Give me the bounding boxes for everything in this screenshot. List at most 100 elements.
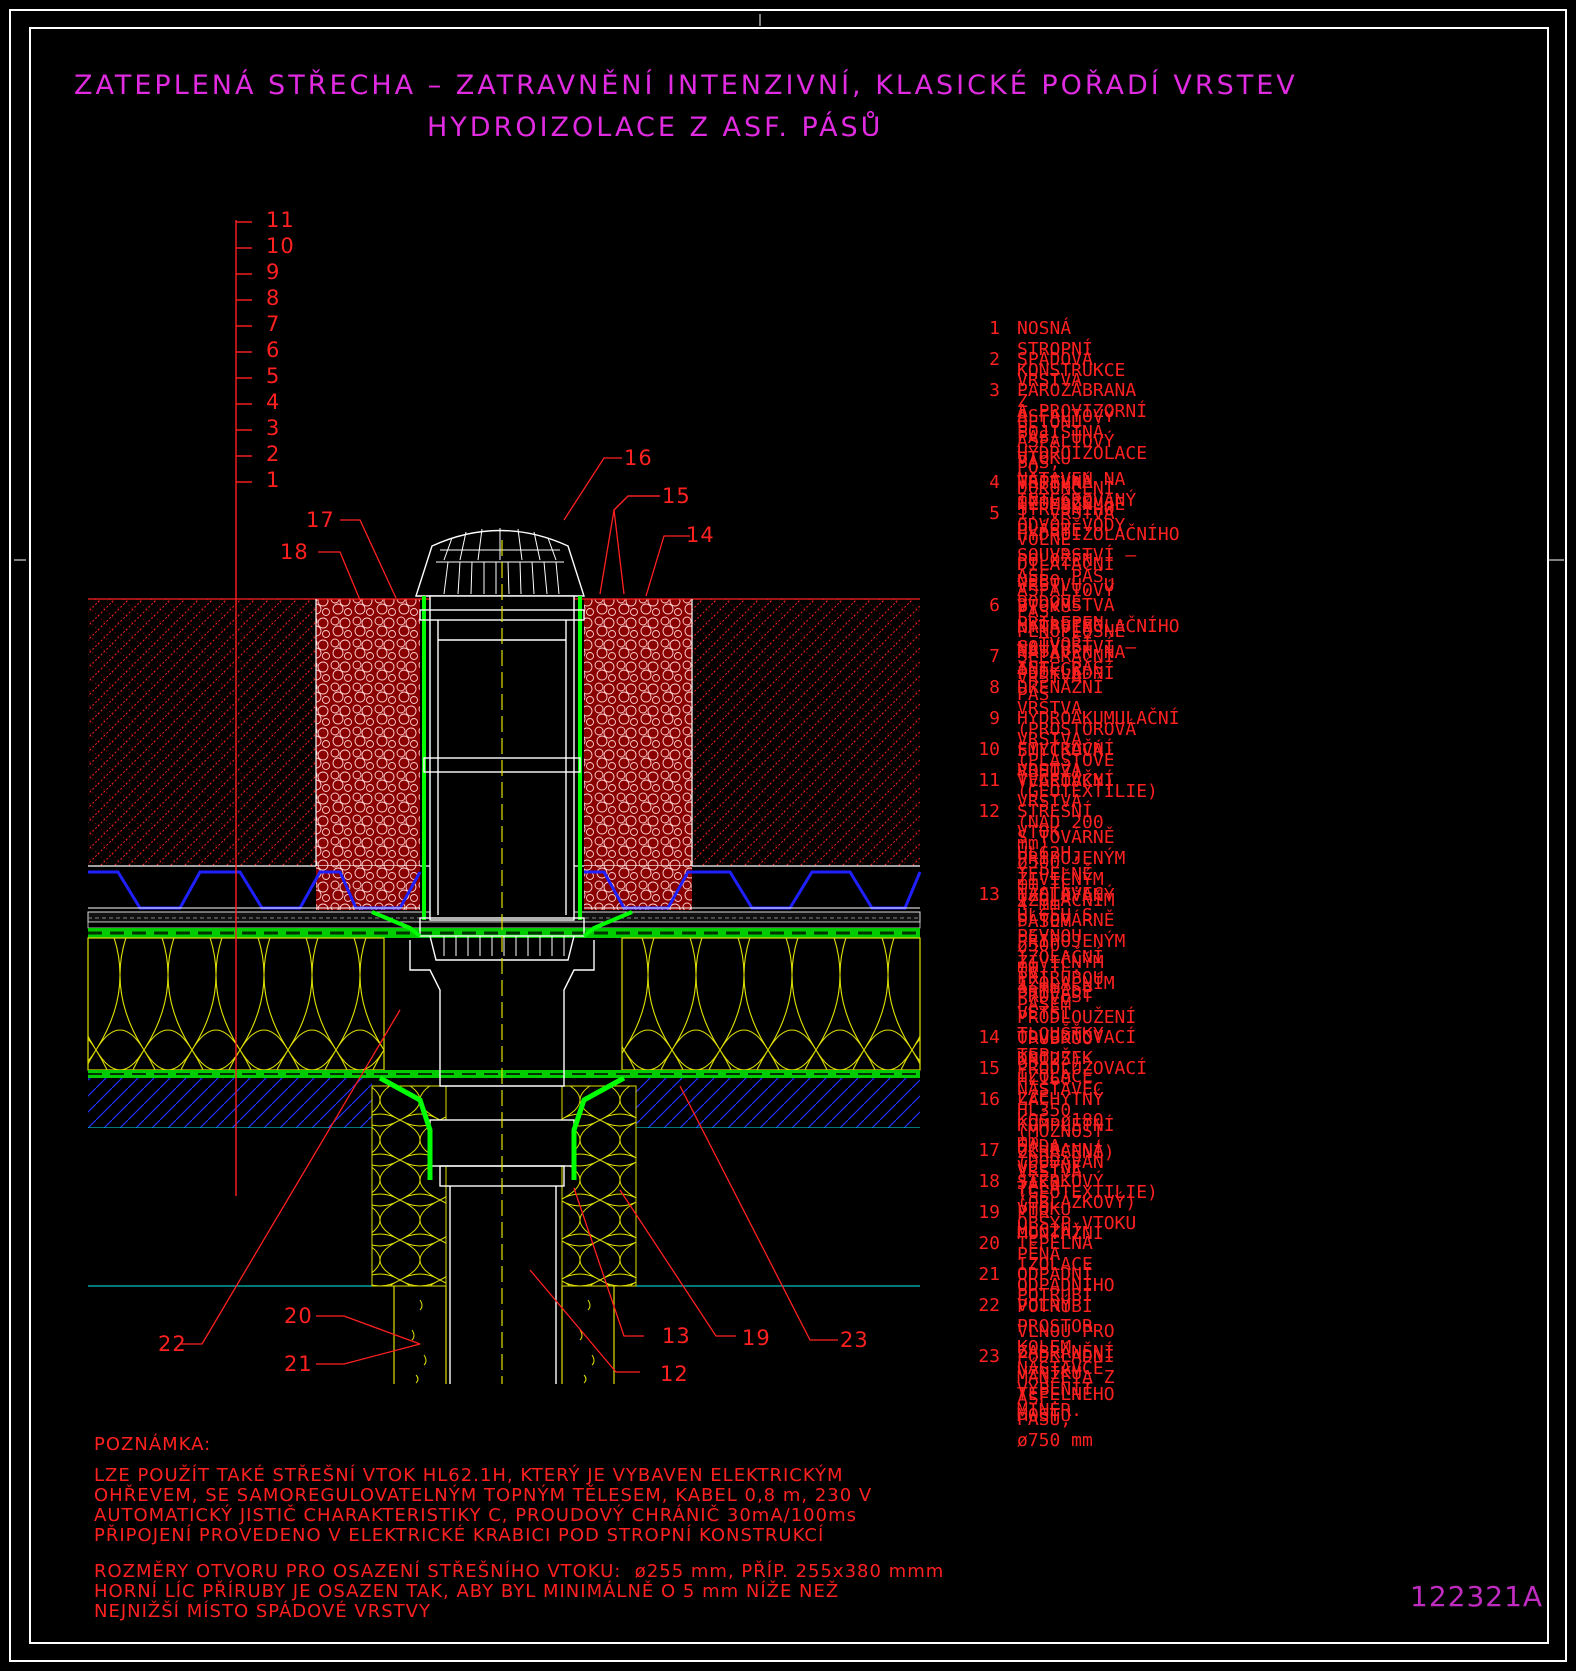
legend-item-text: VOLNÝ PROSTOR KOLEM NÁSTAVCE VYPLNIT MIN… xyxy=(1017,1295,1104,1421)
drawing-title-line1: ZATEPLENÁ STŘECHA – ZATRAVNĚNÍ INTENZIVN… xyxy=(74,70,1298,101)
legend-item-number: 15 xyxy=(978,1058,1000,1079)
note-line: HORNÍ LÍC PŘÍRUBY JE OSAZEN TAK, ABY BYL… xyxy=(94,1581,840,1602)
legend-item-number: 17 xyxy=(978,1140,1000,1161)
legend-item-text: VEGETAČNÍ VRSTVA (NAD 200 mm) xyxy=(1017,770,1115,854)
note-line: AUTOMATICKÝ JISTIČ CHARAKTERISTIKY C, PR… xyxy=(94,1505,857,1526)
note-line: PŘIPOJENÍ PROVEDENO V ELEKTRICKÉ KRABICI… xyxy=(94,1525,825,1546)
vegetation-layer-right xyxy=(692,599,920,866)
legend-item-number: 20 xyxy=(978,1233,1000,1254)
legend-item-number: 18 xyxy=(978,1171,1000,1192)
legend-item-number: 14 xyxy=(978,1027,1000,1048)
callout-22: 22 xyxy=(158,1332,187,1356)
legend-item-text: ZÁCHYTNÝ KOŠ ø180 mm (DODÁVÁN JAKO xyxy=(1017,1089,1104,1194)
callout-19: 19 xyxy=(742,1326,771,1350)
legend-item-text: ODPADNÍ POTRUBÍ xyxy=(1017,1264,1093,1306)
legend-item-number: 8 xyxy=(989,677,1000,698)
pipe-insulation-right xyxy=(561,1085,637,1287)
legend-item-text: DILATAČNÍ VRSTVU, U VTOKU NATAVEN NA INT… xyxy=(1017,554,1115,680)
legend-item-text: S TOVÁRNĚ PŘIPOJENÝM ŽIVIČNÝM IZOLAČNÍM … xyxy=(1017,909,1126,1015)
legend-item-number: 3 xyxy=(989,380,1000,401)
gravel-surround-left xyxy=(316,599,420,866)
structural-slab-right xyxy=(636,1128,920,1286)
legend-item-number: 12 xyxy=(978,801,1000,822)
outer-frame xyxy=(9,9,1567,1662)
legend-item-text: STŘEŠNÍ VTOK HL62H, TEPELNĚ IZOLOVANÝ xyxy=(1017,801,1115,906)
callout-17: 17 xyxy=(306,508,335,532)
legend-item-number: 2 xyxy=(989,349,1000,370)
gravel-surround-right xyxy=(584,599,692,866)
legend-item-text: KOMPLETNÍ SADA VČETNĚ TĚLA VTOKU HL62H) xyxy=(1017,1114,1115,1241)
callout-20: 20 xyxy=(284,1304,313,1328)
legend-item-text: HYDROAKUMULAČNÍ VRSTVA (PLASTOVÉ TVAROVK… xyxy=(1017,708,1180,792)
note-line: OHŘEVEM, SE SAMOREGULOVATELNÝM TOPNÝM TĚ… xyxy=(94,1485,873,1506)
legend-item-text: VLNOU PRO ZABRÁNĚNÍ VZNIKU TEPELNÉHO MOS… xyxy=(1017,1320,1115,1426)
catch-basket xyxy=(415,529,585,597)
legend-item-text: ODVODŇOVACÍ KROUŽEK HL160 xyxy=(1017,1027,1137,1090)
legend-item-number: 5 xyxy=(989,503,1000,524)
legend-item-text: PUR MONTÁŽNÍ PĚNA xyxy=(1017,1202,1104,1265)
scale-5: 5 xyxy=(266,364,281,388)
note-line: ROZMĚRY OTVORU PRO OSAZENÍ STŘEŠNÍHO VTO… xyxy=(94,1561,945,1582)
legend-item-text: 2. VRSTVA HYDROIZOLAČNÍHO SOUVRSTVÍ – AS… xyxy=(1017,595,1180,679)
legend-item-number: 13 xyxy=(978,884,1000,905)
legend-item-text: PODKLADNÍ MANŽETA Z ASF. PÁSU, ø750 mm xyxy=(1017,1346,1115,1451)
sloped-concrete-left xyxy=(88,1078,372,1128)
legend-item-text: DRENÁŽNÍ VRSTVA (PROSTOROVÁ SMYČKOVÁ ROH… xyxy=(1017,677,1137,782)
legend-item-text: VOLNĚ POLOŽEN NEBO BODOVĚ PŘILEPEN – TVO… xyxy=(1017,528,1104,655)
legend-item-number: 7 xyxy=(989,646,1000,667)
legend-item-text: ø500 mm,TL. 4 mm xyxy=(1017,935,1083,998)
legend-item-text: NOSNÁ STROPNÍ KONSTRUKCE xyxy=(1017,318,1126,381)
pipe-insulation-left xyxy=(371,1085,447,1287)
legend-item-number: 11 xyxy=(978,770,1000,791)
legend-item-text: PRODLUŽOVACÍ NÁSTAVEC HL350 (MOŽNOST ZKR… xyxy=(1017,1058,1148,1163)
note-line: LZE POUŽÍT TAKÉ STŘEŠNÍ VTOK HL62.1H, KT… xyxy=(94,1465,844,1486)
legend-item-text: SPÁDOVÁ VRSTVA Z BETONU xyxy=(1017,349,1093,433)
scale-7: 7 xyxy=(266,312,281,336)
scale-6: 6 xyxy=(266,338,281,362)
vegetation-layer-left xyxy=(88,599,316,866)
scale-10: 10 xyxy=(266,234,295,258)
callout-23: 23 xyxy=(840,1328,869,1352)
legend-item-text: ASFALTOVÝ PÁS, VRSTVA NEUMOŽŇUJE ODVOD V… xyxy=(1017,431,1126,536)
legend-item-text: FILTRAČNÍ VRSTVA (GEOTEXTILIE) xyxy=(1017,739,1158,802)
thermal-insulation-right xyxy=(621,937,921,1071)
legend-item-text: OCHRANNÁ VRSTVA (GEOTEXTILIE) xyxy=(1017,1140,1158,1203)
legend-item-text: TEPELNÁ IZOLACE ODPADNÍHO POTRUBÍ xyxy=(1017,1233,1115,1317)
note-line: NEJNIŽŠÍ MÍSTO SPÁDOVÉ VRSTVY xyxy=(94,1601,431,1622)
legend-item-number: 9 xyxy=(989,708,1000,729)
legend-item-number: 4 xyxy=(989,472,1000,493)
sloped-concrete-right xyxy=(636,1078,920,1128)
callout-15: 15 xyxy=(662,484,691,508)
scale-9: 9 xyxy=(266,260,281,284)
legend-item-text: PLNOPLOŠNĚ NATAVEN NA PODKLADNÍ PÁS xyxy=(1017,620,1126,705)
drawing-number: 122321A xyxy=(1410,1580,1544,1613)
legend-item-text: PAROZÁBRANA A PROVIZORNÍ POJISTNÁ HYDROI… xyxy=(1017,380,1148,464)
legend-item-text: (V PŘÍPADĚ VĚTŠÍ TLOUŠŤKY TEP. IZOLACE L… xyxy=(1017,960,1104,1108)
scale-3: 3 xyxy=(266,416,281,440)
callout-16: 16 xyxy=(624,446,653,470)
legend-item-text: PROVÉST PRODLOUŽENÍ TRUBKOU DN125) xyxy=(1017,986,1137,1070)
callout-21: 21 xyxy=(284,1352,313,1376)
legend-item-text: S TOVÁRNĚ PŘIPOJENÝM ŽIVIČNÝM IZOLAČNÍM … xyxy=(1017,826,1126,932)
scale-4: 4 xyxy=(266,390,281,414)
legend-item-text: PO DOKONČENÍ STŘEŠNÍHO PLÁŠTĚ xyxy=(1017,456,1115,541)
roof-drain-assembly xyxy=(371,528,633,1384)
inner-frame xyxy=(29,27,1549,1644)
legend-item-text: SEPARAČNÍ VRSTVA xyxy=(1017,646,1115,688)
legend-item-text: ASFALTOVÝ PÁS, U VTOKU NATAVEN NA INTEGR… xyxy=(1017,405,1137,511)
legend-item-text: TEPELNÁ IZOLACE xyxy=(1017,472,1093,514)
legend-item-text: NÁSTAVEC HL65H S PEVNOU IZOLAČNÍ PŘÍRUBO… xyxy=(1017,884,1104,989)
scale-1: 1 xyxy=(266,468,281,492)
waterproofing-upper xyxy=(88,928,920,938)
legend-item-number: 10 xyxy=(978,739,1000,760)
structural-slab-left xyxy=(88,1128,372,1286)
drawing-title-line2: HYDROIZOLACE Z ASF. PÁSŮ xyxy=(427,112,884,143)
note-paragraph-1: LZE POUŽÍT TAKÉ STŘEŠNÍ VTOK HL62.1H, KT… xyxy=(94,1466,872,1546)
scale-2: 2 xyxy=(266,442,281,466)
note-heading: POZNÁMKA: xyxy=(94,1434,212,1455)
note-paragraph-2: ROZMĚRY OTVORU PRO OSAZENÍ STŘEŠNÍHO VTO… xyxy=(94,1562,944,1622)
legend-item-number: 22 xyxy=(978,1295,1000,1316)
legend-item-text: ø500 mm,TL. 4 mm xyxy=(1017,852,1083,915)
legend-item-number: 23 xyxy=(978,1346,1000,1367)
legend-item-number: 6 xyxy=(989,595,1000,616)
